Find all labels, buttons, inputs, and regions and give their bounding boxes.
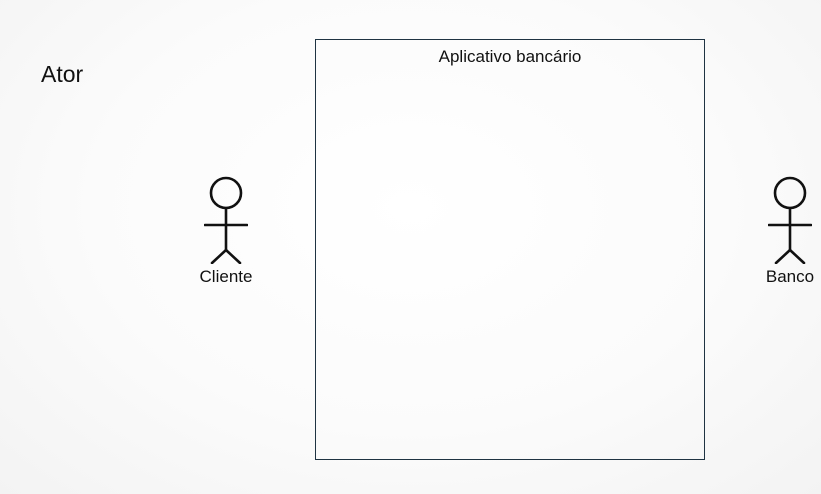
actor-banco[interactable]: Banco [745, 176, 821, 287]
actor-label-banco: Banco [765, 267, 815, 286]
actor-cliente[interactable]: Cliente [181, 176, 271, 287]
actor-label-cliente: Cliente [199, 267, 253, 286]
page-heading: Ator [41, 61, 84, 87]
system-boundary[interactable]: Aplicativo bancário [315, 39, 705, 460]
stick-figure-actor-icon [204, 176, 248, 264]
stick-figure-actor-icon [768, 176, 812, 264]
system-title: Aplicativo bancário [438, 47, 582, 66]
